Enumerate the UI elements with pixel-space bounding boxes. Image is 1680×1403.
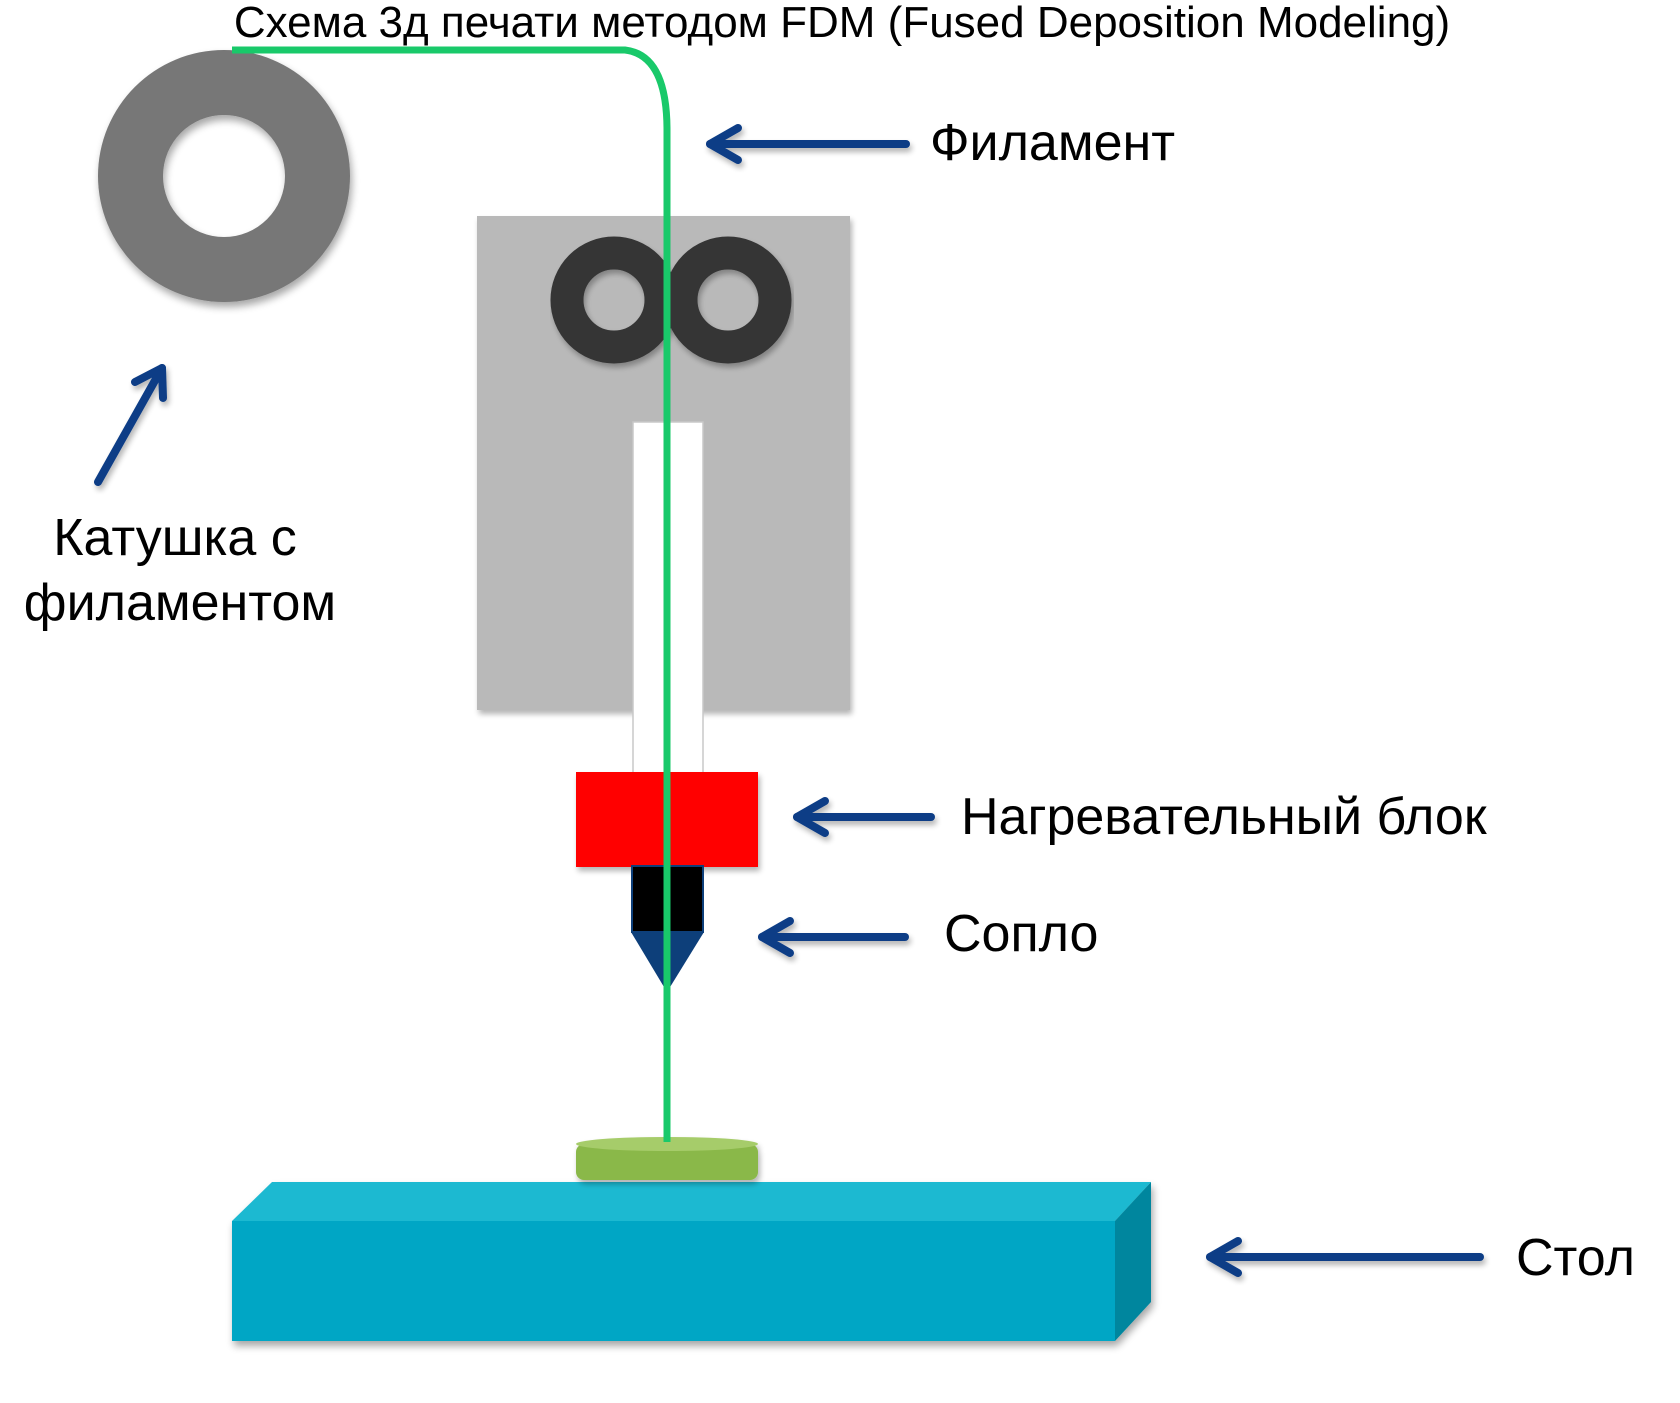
- print-bed: [232, 1182, 1151, 1341]
- label-bed: Стол: [1516, 1229, 1635, 1287]
- diagram-title: Схема 3д печати методом FDM (Fused Depos…: [234, 0, 1450, 47]
- arrow-heater-block: [793, 797, 935, 837]
- spool: [98, 50, 350, 302]
- label-spool-line2: филаментом: [24, 574, 336, 632]
- arrow-spool: [94, 364, 167, 486]
- label-spool-line1: Катушка с: [53, 509, 296, 567]
- drive-gear-right: [664, 236, 792, 364]
- arrow-bed: [1206, 1237, 1484, 1277]
- bed-front-face: [232, 1221, 1115, 1341]
- label-filament: Филамент: [930, 114, 1175, 172]
- arrow-nozzle: [758, 917, 909, 957]
- label-heater-block: Нагревательный блок: [961, 788, 1487, 846]
- arrow-filament: [706, 124, 910, 164]
- drive-gear-left: [550, 236, 678, 364]
- label-nozzle: Сопло: [944, 905, 1098, 963]
- filament: [232, 46, 671, 1142]
- printed-part: [576, 1137, 758, 1180]
- bed-top-face: [232, 1182, 1151, 1221]
- bed-side-face: [1115, 1182, 1151, 1341]
